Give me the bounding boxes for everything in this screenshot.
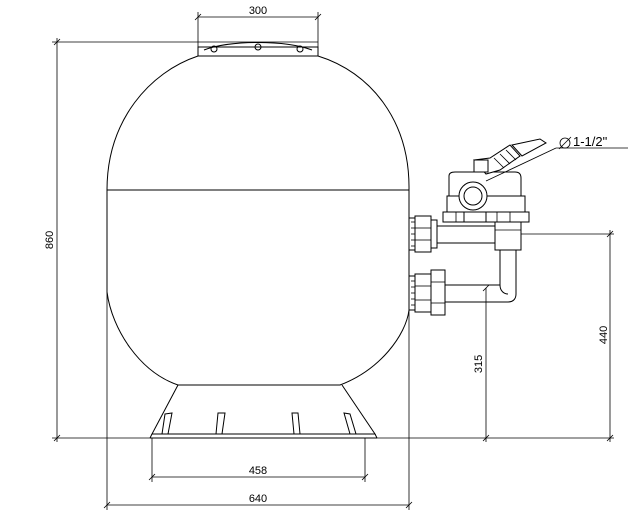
- tank-body: [106, 55, 410, 386]
- dimension-base-width-label: 458: [249, 465, 267, 477]
- dimension-lid-width: 300: [194, 5, 322, 56]
- dimension-tank-width-label: 640: [249, 493, 267, 505]
- dimension-lower-port: 315: [473, 284, 490, 442]
- dimension-total-height: 860: [44, 38, 318, 442]
- connection-size-callout: 1-1/2": [485, 134, 628, 182]
- dimension-lid-width-label: 300: [249, 5, 267, 17]
- upper-pipe: [437, 221, 522, 251]
- dimension-tank-width: 640: [103, 292, 413, 510]
- dimension-lower-port-label: 315: [473, 355, 485, 373]
- upper-union-fitting: [408, 215, 438, 253]
- valve-handle: [473, 138, 547, 175]
- dimension-base-width: 458: [148, 438, 369, 482]
- dimension-upper-port-label: 440: [598, 326, 610, 344]
- dimension-total-height-label: 860: [44, 231, 56, 249]
- base-stand: [149, 384, 378, 439]
- tank-lid: [197, 42, 319, 56]
- lower-union-fitting: [408, 269, 446, 316]
- dimension-upper-port: 440: [377, 230, 614, 442]
- lower-pipe-elbow: [445, 249, 520, 303]
- connection-size-label: 1-1/2": [573, 134, 608, 149]
- multiport-valve: [442, 171, 530, 223]
